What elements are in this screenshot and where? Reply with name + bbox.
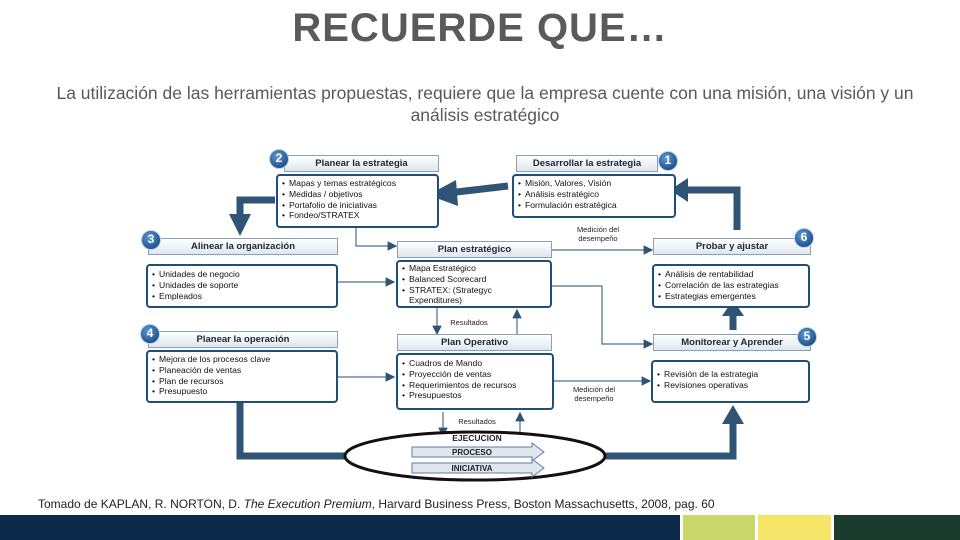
- citation: Tomado de KAPLAN, R. NORTON, D. The Exec…: [38, 497, 715, 511]
- operacion-item: Planeación de ventas: [152, 365, 332, 376]
- citation-suffix: , Harvard Business Press, Boston Massach…: [371, 497, 715, 511]
- planear-item: Portafolio de iniciativas: [282, 200, 433, 211]
- operacion-item: Mejora de los procesos clave: [152, 354, 332, 365]
- step-badge-5: 5: [797, 327, 817, 347]
- thick-arrow-desarrollar-planear: [447, 182, 509, 197]
- arrowhead-planear: [428, 180, 458, 206]
- plan-estrategico-header: Plan estratégico: [397, 241, 552, 258]
- plan-estrategico-item: Mapa Estratégico: [402, 263, 546, 274]
- planear-item: Medidas / objetivos: [282, 189, 433, 200]
- iniciativa-label: INICIATIVA: [451, 464, 493, 473]
- plan-operativo-box: Cuadros de Mando Proyección de ventas Re…: [396, 353, 554, 410]
- desarrollar-item: Análisis estratégico: [518, 189, 670, 200]
- thick-arrow-ejecucion-monitorear: [606, 418, 737, 460]
- alinear-box: Unidades de negocio Unidades de soporte …: [146, 264, 338, 308]
- desarrollar-item: Misión, Valores, Visión: [518, 178, 670, 189]
- connector-plan-estrategico-monitorear: [552, 285, 654, 349]
- connector-planear-plan-estrategico: [355, 228, 398, 251]
- monitorear-item: Revisión de la estrategia: [657, 369, 804, 380]
- alinear-item: Unidades de negocio: [152, 269, 332, 280]
- operacion-box: Mejora de los procesos clave Planeación …: [146, 350, 338, 403]
- probar-box: Análisis de rentabilidad Correlación de …: [652, 264, 810, 308]
- step-badge-4: 4: [140, 324, 160, 344]
- citation-prefix: Tomado de KAPLAN, R. NORTON, D.: [38, 497, 244, 511]
- step-badge-3: 3: [141, 230, 161, 250]
- medicion-label-bottom: Medición del desempeño: [572, 385, 616, 403]
- operacion-item: Plan de recursos: [152, 376, 332, 387]
- arrowhead-probar: [722, 300, 744, 316]
- monitorear-box: Revisión de la estrategia Revisiones ope…: [651, 360, 810, 403]
- arrowhead-desarrollar: [670, 178, 688, 202]
- plan-operativo-item: Proyección de ventas: [402, 369, 548, 380]
- probar-item: Análisis de rentabilidad: [658, 269, 804, 280]
- resultados-label-bottom: Resultados: [458, 417, 496, 426]
- planear-item: Mapas y temas estratégicos: [282, 178, 433, 189]
- operacion-item: Presupuesto: [152, 386, 332, 397]
- plan-operativo-header: Plan Operativo: [397, 334, 552, 351]
- planear-item: Fondeo/STRATEX: [282, 210, 433, 221]
- thick-arrow-operacion-ejecucion: [236, 403, 345, 460]
- probar-item: Correlación de las estrategias: [658, 280, 804, 291]
- plan-estrategico-box: Mapa Estratégico Balanced Scorecard STRA…: [396, 260, 552, 308]
- probar-item: Estrategias emergentes: [658, 291, 804, 302]
- slide-subtitle: La utilización de las herramientas propu…: [56, 83, 914, 125]
- proceso-arrow-shape: [411, 442, 545, 462]
- footer-strip-dark-green: [834, 515, 960, 540]
- footer-strip-lime: [683, 515, 755, 540]
- arrowhead-monitorear: [722, 405, 744, 424]
- step-badge-1: 1: [658, 151, 678, 171]
- medicion-label-top: Medición del desempeño: [576, 225, 620, 243]
- plan-estrategico-item: Balanced Scorecard: [402, 274, 546, 285]
- thick-arrow-probar-desarrollar: [684, 186, 741, 230]
- alinear-item: Unidades de soporte: [152, 280, 332, 291]
- alinear-header: Alinear la organización: [148, 238, 338, 255]
- arrowhead-alinear: [229, 214, 251, 236]
- ejecucion-title: EJECUCION: [452, 433, 502, 443]
- proceso-label: PROCESO: [451, 448, 492, 457]
- step-badge-2: 2: [269, 149, 289, 169]
- monitorear-header: Monitorear y Aprender: [653, 334, 811, 351]
- iniciativa-arrow-shape: [411, 458, 545, 478]
- operacion-header: Planear la operación: [148, 331, 338, 348]
- slide-title: RECUERDE QUE…: [292, 6, 668, 50]
- plan-estrategico-item: STRATEX: (Strategyc Expenditures): [402, 285, 546, 307]
- citation-book-title: The Execution Premium: [243, 497, 372, 511]
- desarrollar-item: Formulación estratégica: [518, 200, 670, 211]
- probar-header: Probar y ajustar: [653, 238, 811, 255]
- resultados-label-top: Resultados: [450, 318, 488, 327]
- planear-header: Planear la estrategia: [284, 155, 439, 172]
- planear-box: Mapas y temas estratégicos Medidas / obj…: [276, 174, 439, 228]
- desarrollar-box: Misión, Valores, Visión Análisis estraté…: [512, 174, 676, 218]
- plan-operativo-item: Cuadros de Mando: [402, 358, 548, 369]
- alinear-item: Empleados: [152, 291, 332, 302]
- footer-strip-navy: [0, 515, 680, 540]
- step-badge-6: 6: [794, 228, 814, 248]
- plan-operativo-item: Requerimientos de recursos: [402, 380, 548, 391]
- desarrollar-header: Desarrollar la estrategia: [516, 155, 658, 172]
- monitorear-item: Revisiones operativas: [657, 380, 804, 391]
- plan-operativo-item: Presupuestos: [402, 390, 548, 401]
- footer-strip-yellow: [758, 515, 831, 540]
